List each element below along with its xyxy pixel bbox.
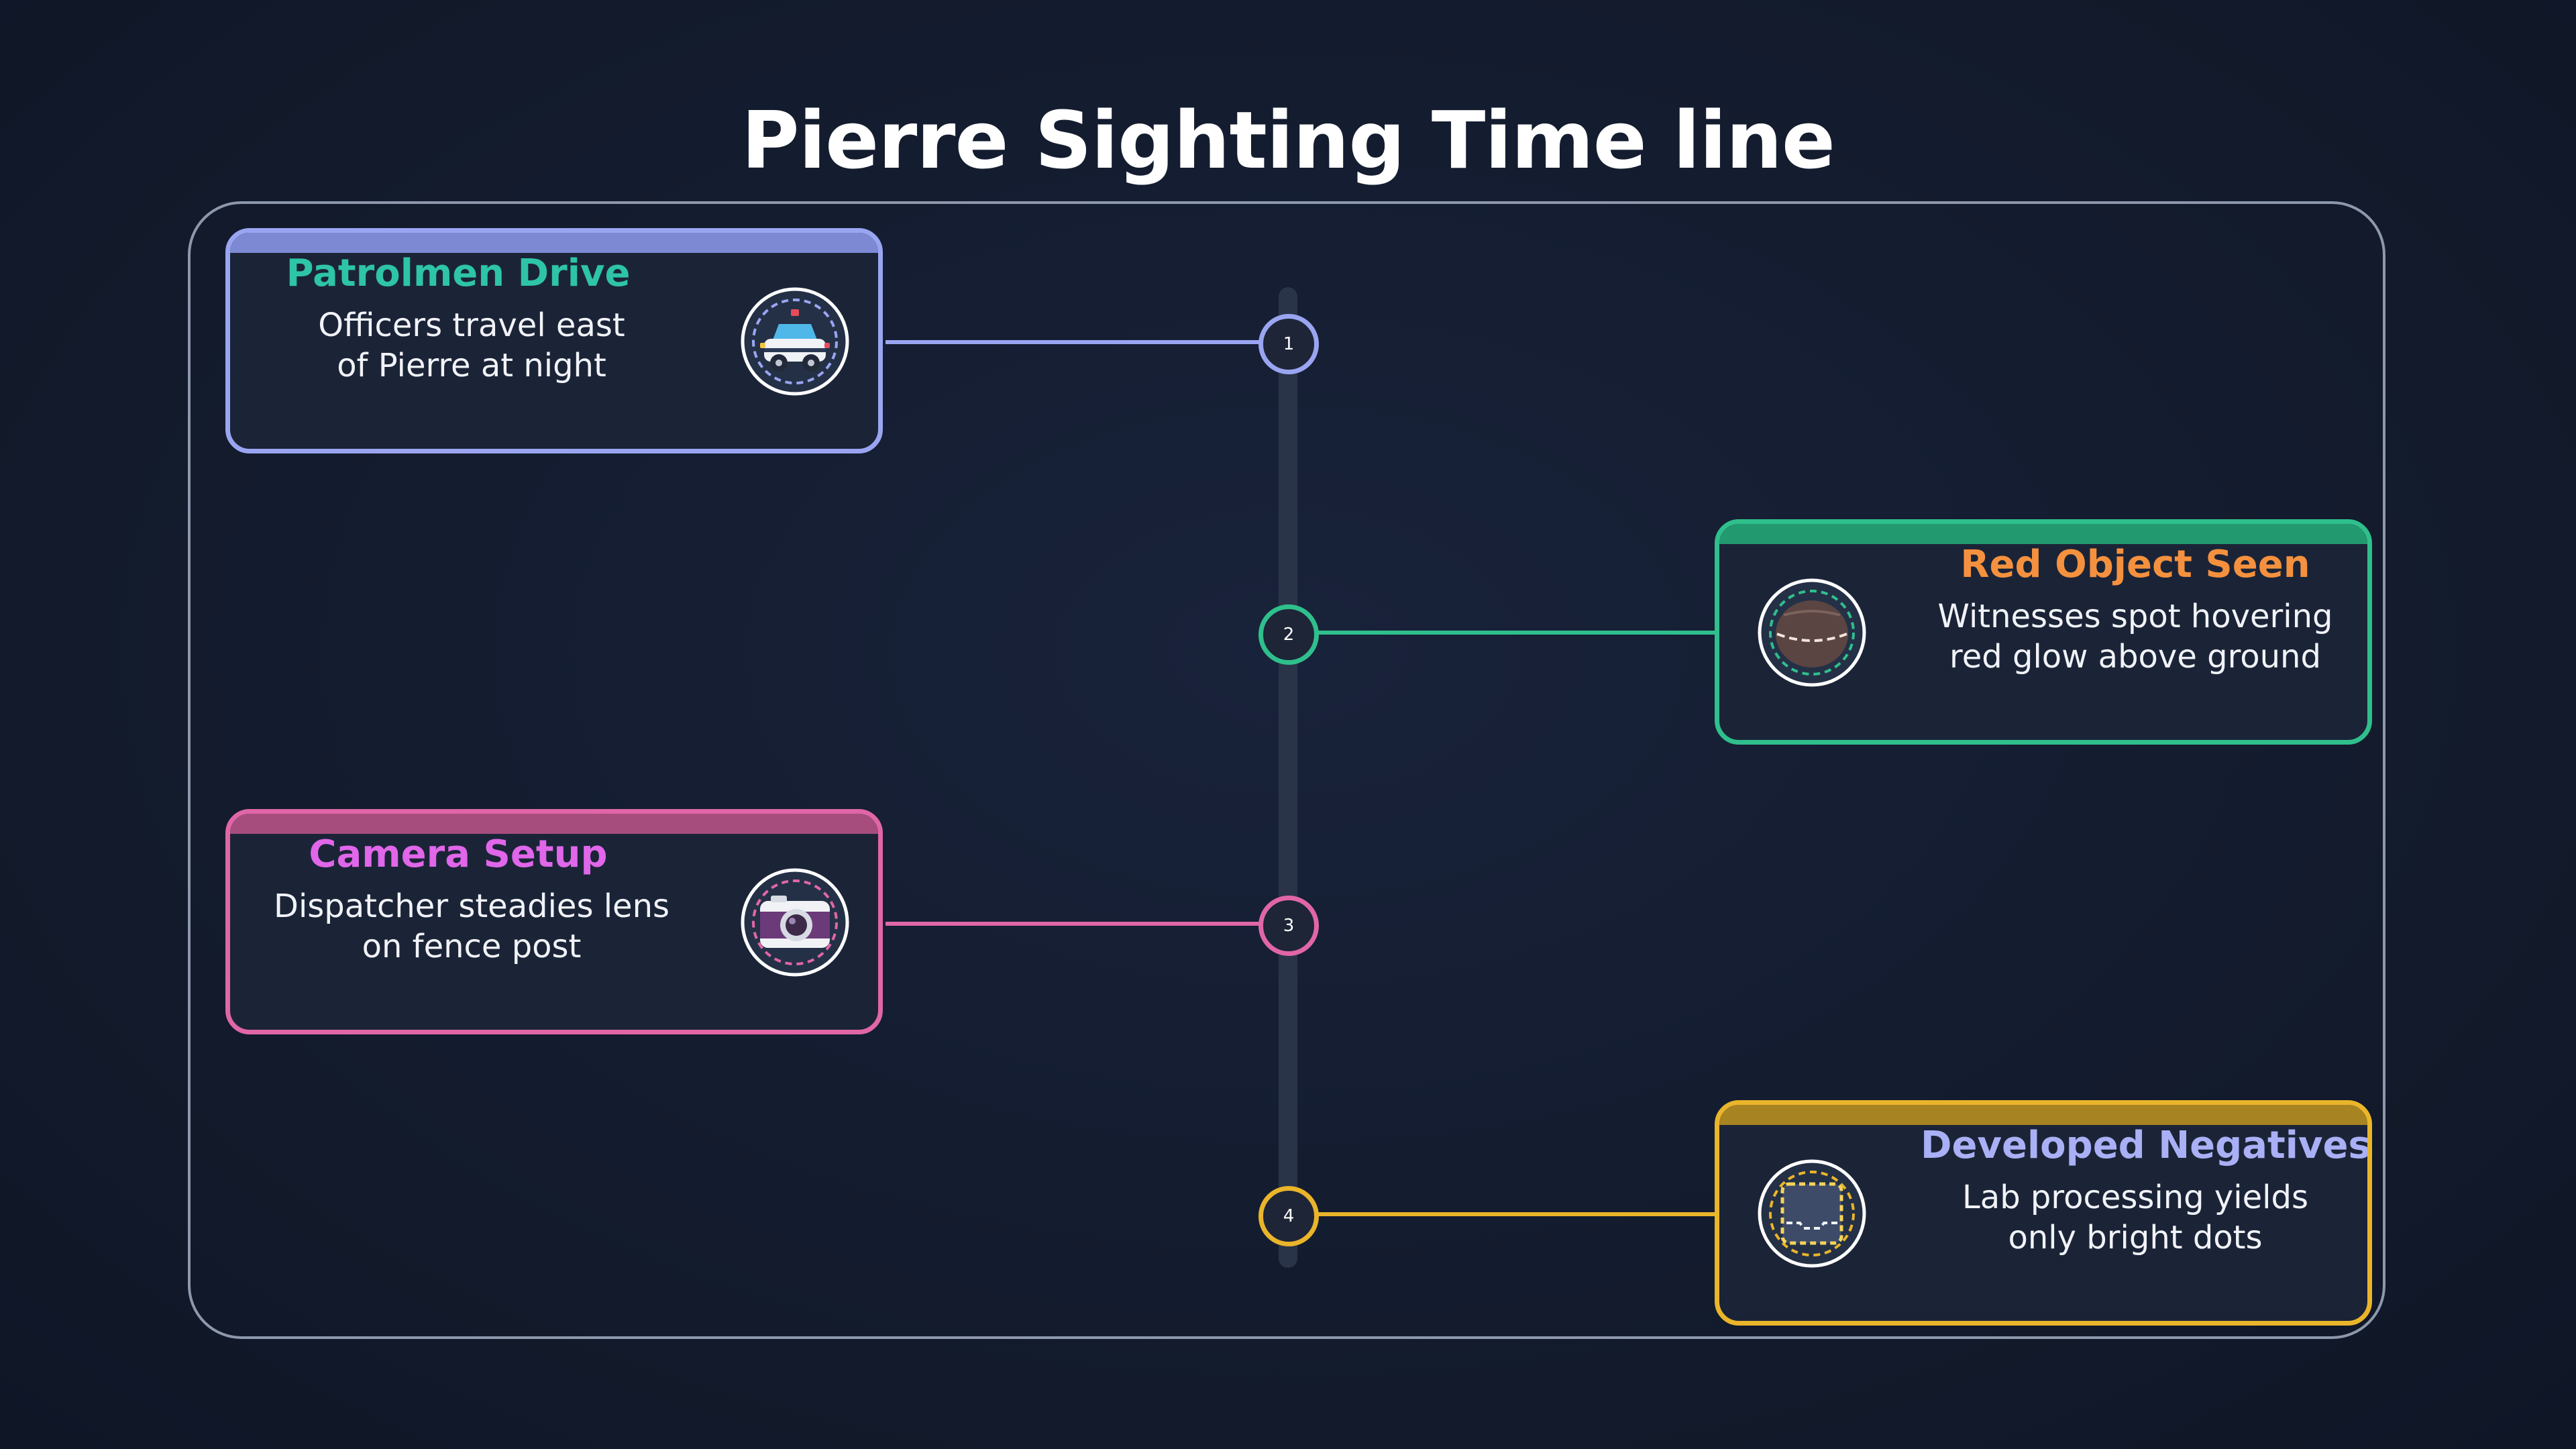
event-description-line: Officers travel east <box>318 307 625 344</box>
event-title: Camera Setup <box>309 833 608 876</box>
connector-4 <box>1315 1212 1717 1216</box>
police-car-icon <box>741 287 849 396</box>
card-header-band <box>1719 524 2367 544</box>
camera-icon <box>741 868 849 977</box>
film-negative-icon <box>1758 1159 1866 1268</box>
card-header-band <box>230 233 878 253</box>
card-header-band <box>1719 1105 2367 1125</box>
event-description-line: on fence post <box>362 928 582 965</box>
event-description-line: only bright dots <box>2008 1219 2263 1256</box>
event-title: Developed Negatives <box>1921 1124 2371 1167</box>
event-description-line: red glow above ground <box>1949 638 2321 676</box>
timeline-axis <box>1279 287 1297 1268</box>
event-description: Witnesses spot hovering red glow above g… <box>1921 596 2350 677</box>
event-description-line: Dispatcher steadies lens <box>273 888 669 925</box>
timeline-node-3: 3 <box>1258 896 1319 956</box>
event-description: Dispatcher steadies lens on fence post <box>257 886 686 967</box>
event-description: Lab processing yields only bright dots <box>1921 1177 2350 1258</box>
node-number: 4 <box>1283 1206 1295 1226</box>
timeline-node-1: 1 <box>1258 314 1319 374</box>
event-description-line: Lab processing yields <box>1962 1179 2308 1216</box>
event-description-line: Witnesses spot hovering <box>1937 598 2333 635</box>
connector-3 <box>885 922 1261 926</box>
event-card-red-object-seen: Red Object Seen Witnesses spot hovering … <box>1715 519 2372 745</box>
page-title: Pierre Sighting Time line <box>741 94 1835 186</box>
red-object-icon <box>1758 578 1866 687</box>
event-card-camera-setup: Camera Setup Dispatcher steadies lens on… <box>225 809 883 1034</box>
event-description-line: of Pierre at night <box>337 347 606 384</box>
node-number: 3 <box>1283 916 1295 936</box>
connector-1 <box>885 340 1261 344</box>
event-card-patrolmen-drive: Patrolmen Drive Officers travel east of … <box>225 228 883 453</box>
event-description: Officers travel east of Pierre at night <box>257 305 686 386</box>
node-number: 2 <box>1283 625 1295 645</box>
event-title: Red Object Seen <box>1960 543 2310 586</box>
connector-2 <box>1315 631 1717 635</box>
event-card-developed-negatives: Developed Negatives Lab processing yield… <box>1715 1100 2372 1326</box>
timeline-frame <box>188 201 2385 1339</box>
timeline-node-4: 4 <box>1258 1186 1319 1246</box>
timeline-node-2: 2 <box>1258 604 1319 665</box>
event-title: Patrolmen Drive <box>286 252 631 295</box>
card-header-band <box>230 814 878 834</box>
node-number: 1 <box>1283 334 1295 354</box>
